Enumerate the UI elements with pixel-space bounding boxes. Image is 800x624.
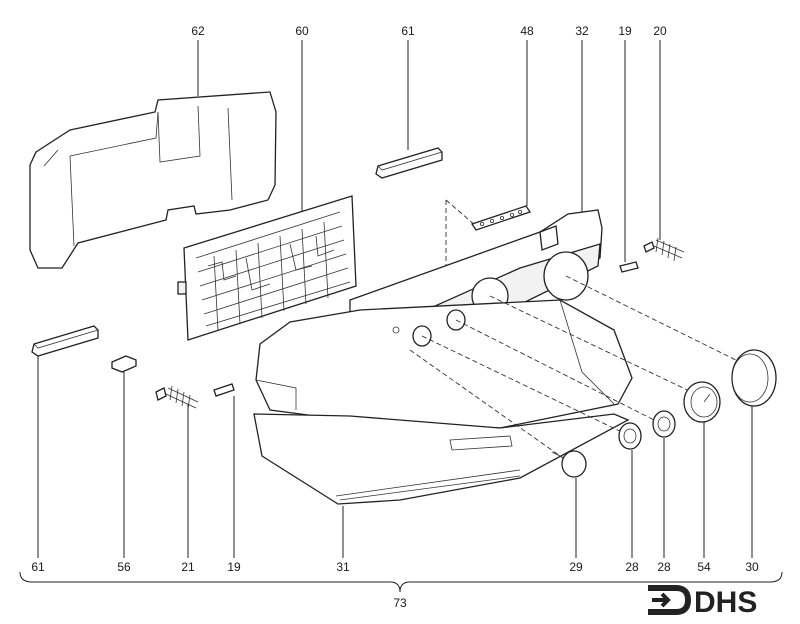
part-31-lower-body: [253, 299, 633, 505]
logo-text: DHS: [694, 586, 757, 619]
label-48: 48: [520, 24, 534, 38]
label-29: 29: [569, 560, 583, 574]
part-labels: 62 60 61 48 32 19 20 61 56 21 19 31 29 2…: [31, 24, 759, 610]
label-60: 60: [295, 24, 309, 38]
leader-lines: [19, 40, 783, 593]
label-21: 21: [181, 560, 195, 574]
label-54: 54: [697, 560, 711, 574]
part-56-clip: [111, 355, 137, 373]
label-61-top: 61: [401, 24, 415, 38]
part-28-knob-right: [652, 410, 676, 438]
label-30: 30: [745, 560, 759, 574]
part-20-spring-screw: [643, 237, 685, 262]
label-28-right: 28: [657, 560, 671, 574]
label-62: 62: [191, 24, 205, 38]
label-19-top: 19: [618, 24, 632, 38]
part-28-knob-left: [618, 422, 642, 450]
part-21-spring-screw: [155, 385, 199, 410]
label-56: 56: [117, 560, 131, 574]
part-54-gauge: [683, 381, 721, 423]
label-73-assembly: 73: [393, 596, 407, 610]
part-19-pin-bottom: [213, 383, 235, 397]
part-61-strip-bottom: [31, 325, 99, 357]
part-60-circuit-board: [177, 195, 357, 341]
part-61-strip-top: [375, 147, 443, 179]
label-19-bottom: 19: [227, 560, 241, 574]
part-19-pin-top: [619, 261, 639, 273]
part-62-rear-cover: [29, 91, 277, 269]
alignment-lines: [409, 275, 753, 471]
label-32: 32: [575, 24, 589, 38]
label-20: 20: [653, 24, 667, 38]
dhs-logo: DHS: [648, 585, 757, 619]
part-29-knob: [551, 450, 587, 478]
label-31: 31: [336, 560, 350, 574]
part-30-round-cover: [731, 349, 777, 407]
label-28-left: 28: [625, 560, 639, 574]
label-61-bottom: 61: [31, 560, 45, 574]
